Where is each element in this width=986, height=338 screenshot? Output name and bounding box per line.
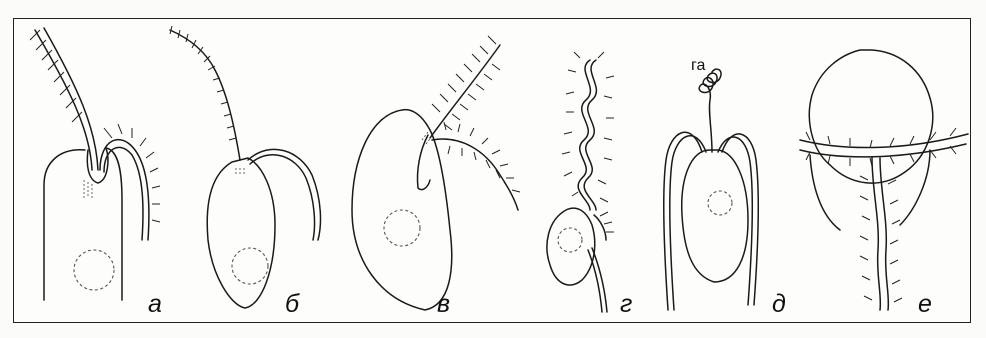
panel-label-d: д — [772, 292, 786, 317]
haptonema — [699, 69, 721, 152]
panel-label-e: е — [918, 292, 932, 317]
nucleus-v — [384, 210, 420, 246]
nucleus-g — [558, 228, 582, 252]
cell-v — [352, 36, 520, 310]
panel-label-a: а — [148, 292, 162, 317]
panel-label-v: в — [437, 292, 450, 317]
panel-label-b: б — [285, 292, 299, 317]
nucleus-d — [708, 191, 732, 215]
cell-e — [800, 50, 968, 310]
haptonema-annotation: га — [691, 58, 705, 74]
cell-g — [547, 52, 614, 312]
cell-b — [170, 26, 320, 308]
panel-label-g: г — [620, 292, 632, 317]
cell-a — [30, 28, 160, 300]
nucleus-a — [74, 250, 114, 290]
cell-d — [664, 69, 758, 310]
nucleus-b — [232, 248, 268, 284]
